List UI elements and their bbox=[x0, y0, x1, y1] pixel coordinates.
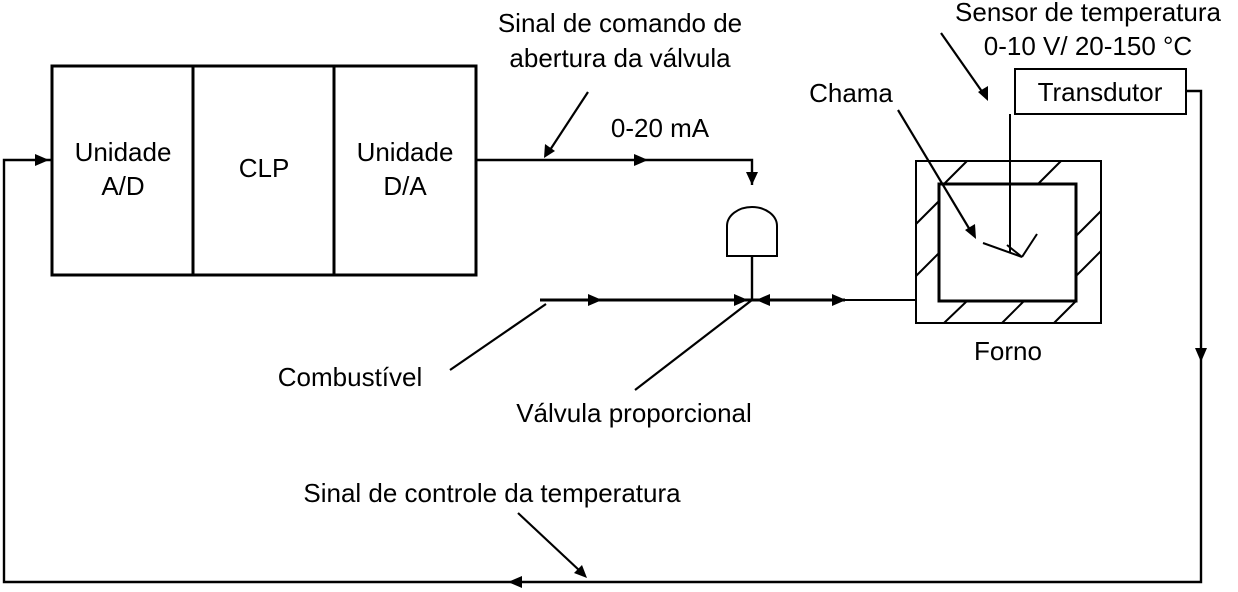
flow-arrow-icon bbox=[508, 576, 522, 588]
flow-arrow-icon bbox=[746, 172, 758, 185]
furnace-insulation-hatch bbox=[915, 160, 1102, 324]
ad-unit-label-line1: Unidade bbox=[75, 137, 172, 167]
furnace-outer-wall bbox=[915, 160, 1102, 324]
command-signal-wire bbox=[476, 154, 758, 185]
flow-arrow-icon bbox=[634, 154, 648, 166]
da-unit-label-line2: D/A bbox=[383, 171, 427, 201]
flow-arrow-icon bbox=[588, 294, 602, 306]
leader-arrowhead-icon bbox=[978, 86, 988, 101]
flame-leader bbox=[897, 109, 971, 231]
flow-arrow-icon bbox=[35, 154, 49, 166]
furnace-label: Forno bbox=[974, 336, 1042, 366]
proportional-valve bbox=[726, 206, 778, 300]
transducer-label: Transdutor bbox=[1038, 77, 1163, 107]
flow-arrow-icon bbox=[756, 294, 770, 306]
valve-label: Válvula proporcional bbox=[516, 398, 752, 428]
leader-arrowhead-icon bbox=[544, 144, 555, 158]
transducer: Transdutor bbox=[1009, 68, 1187, 252]
sensor-label-line2: 0-10 V/ 20-150 °C bbox=[984, 31, 1192, 61]
flame-label: Chama bbox=[809, 78, 893, 108]
control-signal-label: Sinal de controle da temperatura bbox=[303, 478, 681, 508]
control-signal-leader bbox=[517, 512, 581, 572]
controller-blocks: Unidade A/D CLP Unidade D/A bbox=[50, 64, 478, 277]
ad-unit-label-line2: A/D bbox=[101, 171, 144, 201]
furnace: Forno bbox=[915, 160, 1102, 366]
annotations: Sinal de comando de abertura da válvula … bbox=[278, 0, 1222, 508]
leaders bbox=[449, 32, 988, 578]
sensor-label-line1: Sensor de temperatura bbox=[955, 0, 1221, 27]
fuel-pipe bbox=[540, 294, 916, 306]
leader-arrowhead-icon bbox=[574, 565, 587, 578]
command-signal-leader bbox=[549, 91, 589, 151]
da-unit-label-line1: Unidade bbox=[357, 137, 454, 167]
sensor-leader bbox=[940, 32, 984, 94]
leader-arrowhead-icon bbox=[965, 224, 976, 239]
flow-arrow-icon bbox=[832, 294, 846, 306]
valve-leader bbox=[634, 299, 753, 391]
fuel-leader bbox=[449, 303, 547, 371]
command-signal-label-line1: Sinal de comando de bbox=[498, 8, 742, 38]
command-signal-label-line2: abertura da válvula bbox=[509, 43, 731, 73]
feedback-wire bbox=[2, 89, 1203, 584]
clp-label: CLP bbox=[239, 153, 290, 183]
current-range-label: 0-20 mA bbox=[611, 113, 710, 143]
fuel-label: Combustível bbox=[278, 362, 423, 392]
controller-outline bbox=[50, 64, 478, 277]
da-to-valve-wire bbox=[476, 158, 754, 185]
flow-arrow-icon bbox=[734, 294, 748, 306]
furnace-chamber bbox=[937, 182, 1078, 303]
flow-arrow-icon bbox=[1195, 348, 1207, 362]
valve-actuator-icon bbox=[726, 206, 778, 257]
feedback-loop bbox=[2, 89, 1207, 588]
